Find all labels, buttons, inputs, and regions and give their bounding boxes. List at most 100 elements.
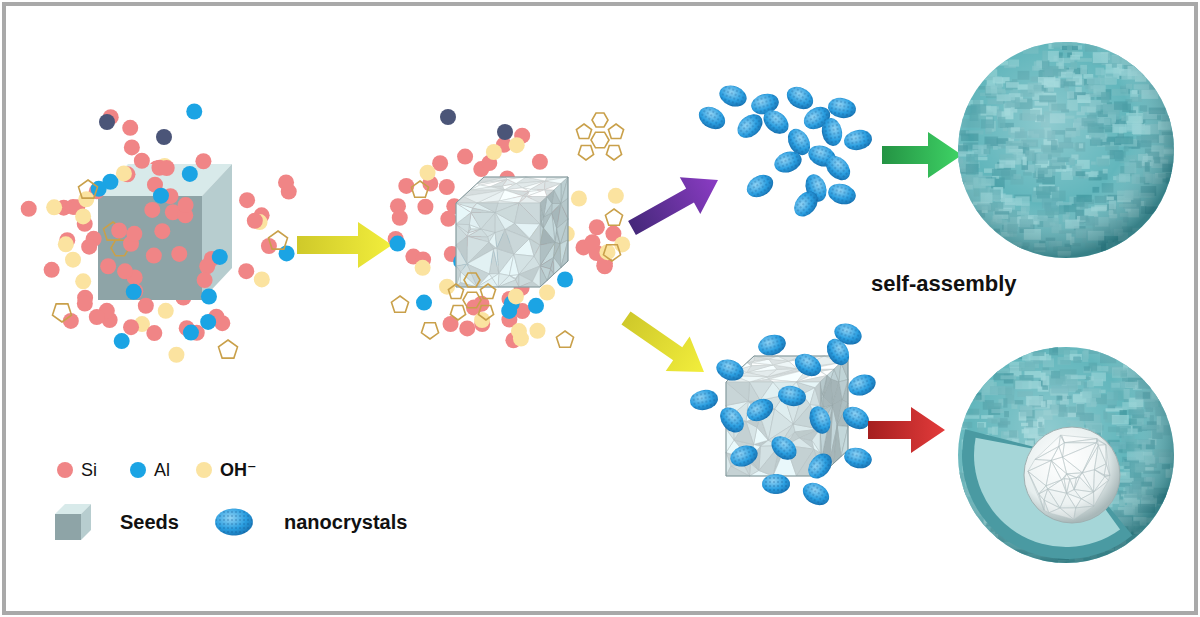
ion-dot <box>116 165 132 181</box>
nanocrystal-body <box>842 128 873 153</box>
nanocrystal <box>713 356 746 384</box>
nanocrystal <box>756 332 788 359</box>
ion-dot <box>571 190 587 206</box>
ion-dot <box>440 211 456 227</box>
nanocrystal <box>695 102 729 133</box>
core-facet <box>1028 459 1051 471</box>
core-facet <box>1035 435 1061 459</box>
process-arrow <box>882 132 962 178</box>
nanocrystal-texture <box>839 402 873 433</box>
ion-dot <box>124 139 140 155</box>
ring-unit <box>591 132 609 148</box>
nanocrystal <box>806 403 834 436</box>
crystal-facet <box>540 197 547 217</box>
nanocrystal-texture <box>733 109 767 142</box>
nanocrystal-texture <box>789 187 822 221</box>
nanocrystal-texture <box>803 449 836 483</box>
crystal-facet <box>516 275 519 287</box>
nanocrystal-texture <box>715 403 748 437</box>
ion-dot <box>126 284 142 300</box>
ion-dot <box>138 298 154 314</box>
crystal-facet <box>561 177 568 203</box>
crystal-facet <box>456 245 467 266</box>
nanocrystal-body <box>743 394 777 425</box>
nanocrystal-texture <box>756 332 788 359</box>
stage-seed <box>21 103 297 362</box>
core-facet <box>1060 493 1076 508</box>
crystal-facet <box>519 196 540 203</box>
solid-sphere <box>951 40 1179 258</box>
nanocrystal-body <box>733 109 767 142</box>
ion-dot <box>195 153 211 169</box>
crystal-facet <box>540 221 543 228</box>
crystal-facet <box>456 224 469 233</box>
crystal-facet <box>492 274 499 287</box>
nanocrystal <box>820 116 845 147</box>
ring-unit <box>411 181 428 197</box>
ring-unit <box>608 124 623 138</box>
ion-dot <box>156 129 172 145</box>
nanocrystal <box>799 478 833 509</box>
nanocrystal <box>842 128 873 153</box>
nanocrystal-body <box>716 82 749 110</box>
crystal-facet <box>797 382 821 388</box>
ion-dot <box>508 288 524 304</box>
crystal-outline <box>456 177 568 287</box>
crystal-facet <box>523 181 545 189</box>
ion-dot <box>390 236 406 252</box>
crystal-facet <box>477 201 499 203</box>
nanocrystal-texture <box>806 403 834 436</box>
ion-dot <box>474 312 490 328</box>
nanocrystal <box>743 170 777 201</box>
sphere-base <box>958 347 1174 563</box>
nanocrystal-body <box>762 474 790 494</box>
nanocrystal-body <box>727 442 760 470</box>
ion-dot <box>457 149 473 165</box>
ion-dot <box>279 245 295 261</box>
ring-unit <box>605 209 622 225</box>
core-facet <box>1094 480 1109 506</box>
ion-dot <box>539 285 555 301</box>
nanocrystal-texture <box>771 148 804 176</box>
ring-unit <box>450 306 465 320</box>
ion-dot <box>100 258 116 274</box>
ring-unit <box>52 304 71 322</box>
crystal-facet <box>534 245 540 266</box>
ion-dot <box>557 272 573 288</box>
ion-dot <box>122 120 138 136</box>
cutaway-face <box>974 438 1120 547</box>
nanocrystal <box>791 349 825 380</box>
crystal-facet <box>467 236 489 264</box>
core-facet <box>1044 500 1049 513</box>
ring-unit <box>268 231 287 249</box>
ion-dot <box>608 188 624 204</box>
ion-dot <box>201 288 217 304</box>
core-facet <box>1059 435 1064 446</box>
ion-dot <box>89 309 105 325</box>
nanocrystal <box>821 151 855 185</box>
ion-dot <box>501 303 517 319</box>
nanocrystal-texture <box>776 384 807 409</box>
ring-unit <box>464 273 480 287</box>
ion-dot <box>247 213 263 229</box>
crystal-facet <box>498 201 519 203</box>
crystal-facet <box>560 240 568 268</box>
nanocrystal <box>767 431 801 464</box>
nanocrystal-body <box>695 102 729 133</box>
crystal-facet <box>526 177 547 181</box>
sphere-shade <box>958 42 1174 258</box>
nanocrystal-texture <box>820 116 845 147</box>
ring-unit <box>391 296 408 312</box>
nanocrystal-texture <box>791 349 825 380</box>
crystal-facet <box>821 394 823 398</box>
nanocrystal-texture <box>727 442 760 470</box>
nanocrystal <box>759 105 793 138</box>
ion-dot <box>415 260 431 276</box>
crystal-facet <box>839 380 848 400</box>
ion-dot <box>146 248 162 264</box>
ion-dot <box>186 103 202 119</box>
ion-dot <box>584 234 600 250</box>
nanocrystal-body <box>791 349 825 380</box>
nanocrystal-texture <box>799 478 833 509</box>
ion-cloud-front <box>58 114 263 341</box>
